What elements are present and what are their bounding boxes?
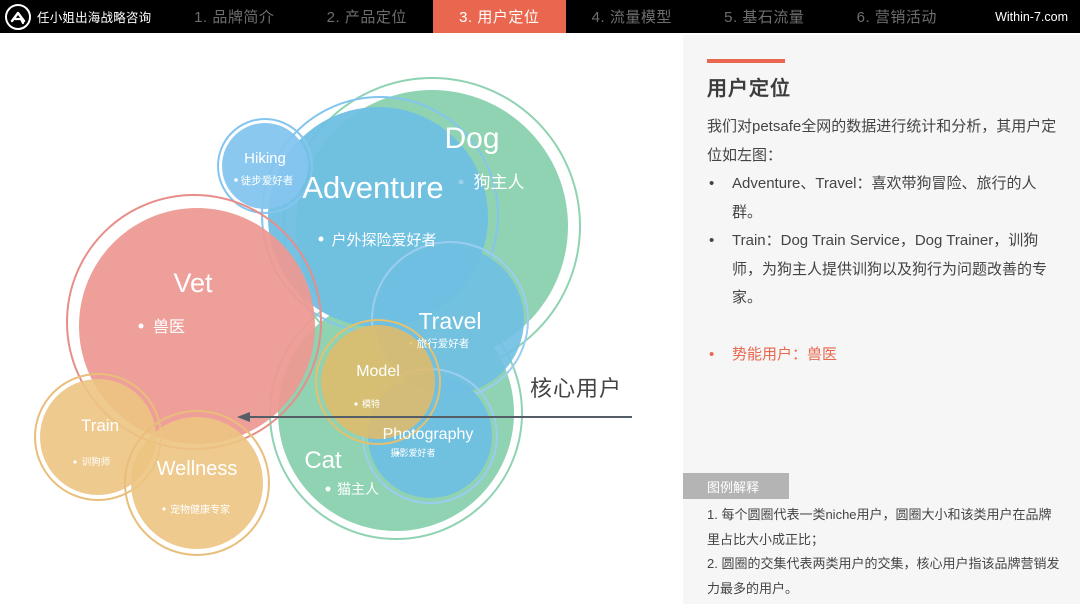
bullet-text: 势能用户：兽医: [732, 345, 838, 363]
tab-product-positioning[interactable]: 2. 产品定位: [326, 9, 407, 26]
brand-name: 任小姐出海战略咨询: [37, 11, 152, 25]
sub-adventure: 户外探险爱好者: [331, 232, 436, 249]
sub-wellness: 宠物健康专家: [170, 503, 230, 516]
user-positioning-bubble-diagram: Dog 狗主人 Adventure 户外探险爱好者 Hiking 徒步爱好者 V…: [0, 35, 683, 604]
sub-photography: 摄影爱好者: [390, 447, 435, 458]
core-user-label: 核心用户: [530, 376, 623, 401]
legend-explanation: 1. 每个圆圈代表一类niche用户，圆圈大小和该类用户在品牌里占比大小成正比；…: [707, 503, 1062, 601]
label-dog: Dog: [444, 122, 499, 155]
circle-hiking: [217, 118, 313, 214]
label-photography: Photography: [383, 426, 474, 443]
tab-user-positioning[interactable]: 3. 用户定位: [433, 0, 566, 33]
title-accent-bar: [707, 59, 785, 63]
tab-brand-intro[interactable]: 1. 品牌简介: [194, 9, 275, 26]
description-panel: 用户定位 我们对petsafe全网的数据进行统计和分析，其用户定位如左图： • …: [683, 35, 1080, 604]
label-cat: Cat: [304, 447, 342, 474]
panel-body: 我们对petsafe全网的数据进行统计和分析，其用户定位如左图： • Adven…: [707, 113, 1062, 369]
bullet-text: Adventure、Travel：喜欢带狗冒险、旅行的人群。: [732, 175, 1037, 221]
brand-logo-icon: [5, 3, 31, 30]
top-nav-bar: 任小姐出海战略咨询 1. 品牌简介 2. 产品定位 3. 用户定位 4. 流量模…: [0, 0, 1080, 33]
legend-item: 1. 每个圆圈代表一类niche用户，圆圈大小和该类用户在品牌里占比大小成正比；: [707, 507, 1052, 547]
label-model: Model: [356, 363, 400, 380]
sub-cat: 猫主人: [337, 481, 379, 497]
core-user-arrow: [237, 412, 632, 422]
tab-base-traffic[interactable]: 5. 基石流量: [724, 9, 805, 26]
sub-hiking: 徒步爱好者: [241, 174, 294, 187]
label-adventure: Adventure: [302, 170, 443, 205]
tab-traffic-model[interactable]: 4. 流量模型: [591, 9, 672, 26]
label-train: Train: [81, 416, 119, 435]
label-hiking: Hiking: [244, 150, 286, 167]
bullet-train: • Train：Dog Train Service，Dog Trainer，训狗…: [707, 227, 1062, 313]
circle-model: [315, 319, 441, 445]
label-vet: Vet: [173, 268, 213, 298]
site-link[interactable]: Within-7.com: [995, 9, 1068, 24]
legend-item: 2. 圆圈的交集代表两类用户的交集，核心用户指该品牌营销发力最多的用户。: [707, 556, 1060, 596]
bullet-adventure-travel: • Adventure、Travel：喜欢带狗冒险、旅行的人群。: [707, 170, 1062, 227]
circle-wellness: [124, 410, 270, 556]
bullet-dot-icon: •: [709, 175, 715, 192]
sub-model: 模特: [362, 398, 380, 409]
label-travel: Travel: [418, 308, 481, 334]
sub-dog: 狗主人: [474, 173, 525, 192]
intro-text: 我们对petsafe全网的数据进行统计和分析，其用户定位如左图：: [707, 118, 1057, 164]
bullet-potential-users: • 势能用户：兽医: [707, 341, 1062, 370]
brand[interactable]: 任小姐出海战略咨询: [0, 0, 168, 33]
bullet-dot-icon: •: [709, 232, 715, 249]
sub-vet: 兽医: [153, 318, 185, 336]
legend-title-tag: 图例解释: [683, 473, 789, 499]
sub-train: 训狗师: [82, 456, 111, 468]
bullet-text: Train：Dog Train Service，Dog Trainer，训狗师，…: [732, 232, 1048, 306]
tab-marketing-campaigns[interactable]: 6. 营销活动: [856, 9, 937, 26]
bullet-dot-icon: •: [709, 345, 715, 363]
section-tabs: 1. 品牌简介 2. 产品定位 3. 用户定位 4. 流量模型 5. 基石流量 …: [168, 0, 963, 33]
panel-title: 用户定位: [707, 78, 791, 100]
label-wellness: Wellness: [157, 458, 238, 480]
sub-travel: 旅行爱好者: [417, 337, 470, 350]
